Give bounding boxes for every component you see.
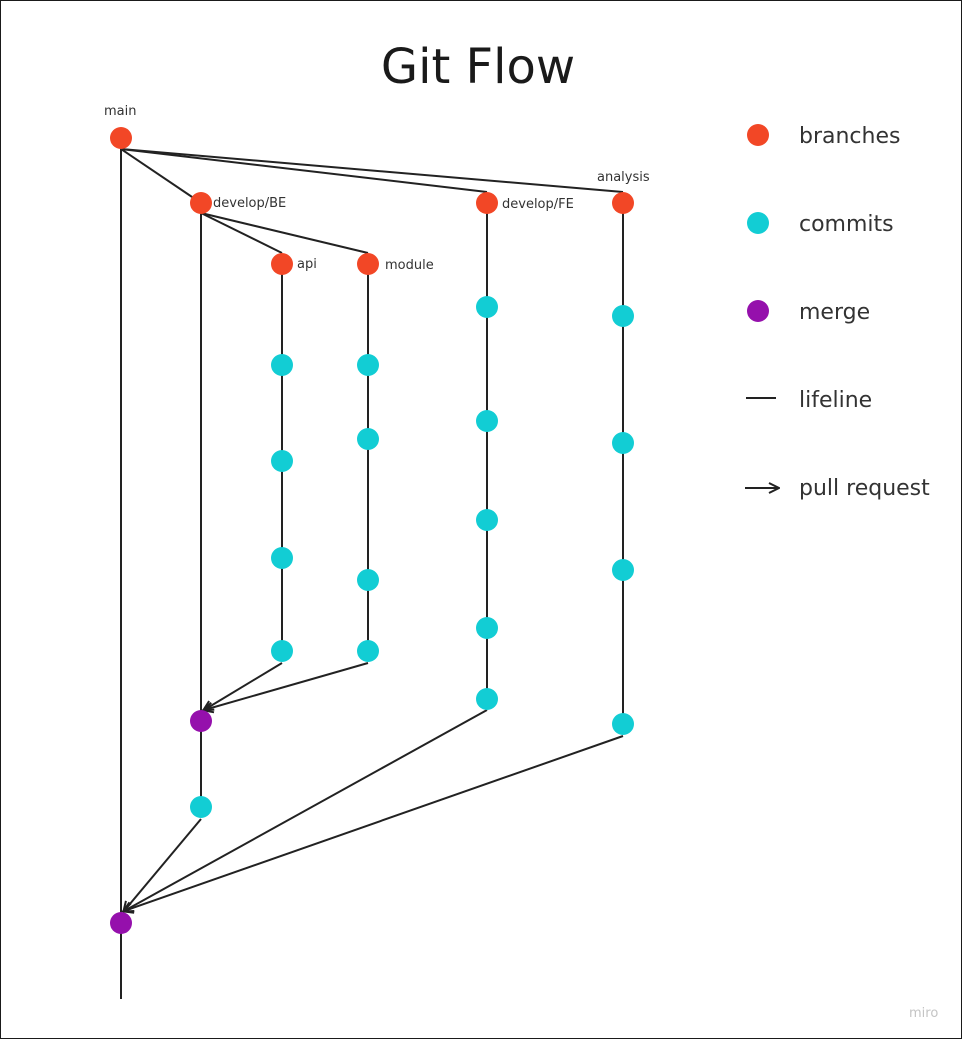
develop-fe-commit-node [476, 296, 498, 318]
api-commit-node [271, 354, 293, 376]
develop-be-merge-node [190, 710, 212, 732]
analysis-commit-node [612, 432, 634, 454]
pr-analysis-to-main [124, 735, 624, 911]
develop-fe-commit-node [476, 410, 498, 432]
module-branch-node [357, 253, 379, 275]
branch-labels: main develop/BE api module develop/FE an… [104, 104, 650, 273]
pr-api-to-develop-be [204, 662, 283, 710]
pr-develop-fe-to-main [124, 709, 488, 911]
legend-branches-label: branches [799, 124, 900, 149]
pr-develop-be-to-main [124, 818, 202, 911]
analysis-commit-node [612, 559, 634, 581]
legend-merge-label: merge [799, 300, 870, 325]
legend-commits-swatch [747, 212, 769, 234]
main-to-analysis-line [120, 148, 624, 193]
develop-be-branch-label: develop/BE [213, 196, 286, 211]
analysis-commit-node [612, 713, 634, 735]
analysis-branch-node [612, 192, 634, 214]
develop-fe-commit-node [476, 617, 498, 639]
branch-connectors [120, 148, 624, 254]
api-branch-label: api [297, 257, 317, 272]
api-commit-node [271, 547, 293, 569]
miro-watermark: miro [909, 1006, 938, 1021]
legend: branches commits merge lifeline pull req… [745, 124, 930, 501]
legend-lifeline-label: lifeline [799, 388, 872, 413]
develop-fe-branch-label: develop/FE [502, 197, 574, 212]
lifelines [120, 138, 624, 999]
legend-pull-request-label: pull request [799, 476, 930, 501]
pr-module-to-develop-be [204, 662, 369, 710]
api-commit-node [271, 450, 293, 472]
develop-be-commit-node [190, 796, 212, 818]
diagram-title: Git Flow [381, 39, 575, 95]
nodes [110, 127, 634, 934]
analysis-branch-label: analysis [597, 170, 650, 185]
main-branch-label: main [104, 104, 136, 119]
develop-fe-branch-node [476, 192, 498, 214]
legend-commits-label: commits [799, 212, 894, 237]
pull-requests [124, 662, 624, 911]
legend-branches-swatch [747, 124, 769, 146]
develop-be-branch-node [190, 192, 212, 214]
main-to-develop-be-line [120, 148, 202, 204]
module-commit-node [357, 428, 379, 450]
develop-fe-commit-node [476, 509, 498, 531]
develop-be-to-api-line [200, 212, 283, 254]
api-branch-node [271, 253, 293, 275]
legend-merge-swatch [747, 300, 769, 322]
module-commit-node [357, 569, 379, 591]
module-commit-node [357, 640, 379, 662]
develop-fe-commit-node [476, 688, 498, 710]
module-commit-node [357, 354, 379, 376]
main-to-develop-fe-line [120, 148, 488, 193]
develop-be-to-module-line [200, 212, 369, 254]
api-commit-node [271, 640, 293, 662]
module-branch-label: module [385, 258, 434, 273]
analysis-commit-node [612, 305, 634, 327]
main-merge-node [110, 912, 132, 934]
main-branch-node [110, 127, 132, 149]
